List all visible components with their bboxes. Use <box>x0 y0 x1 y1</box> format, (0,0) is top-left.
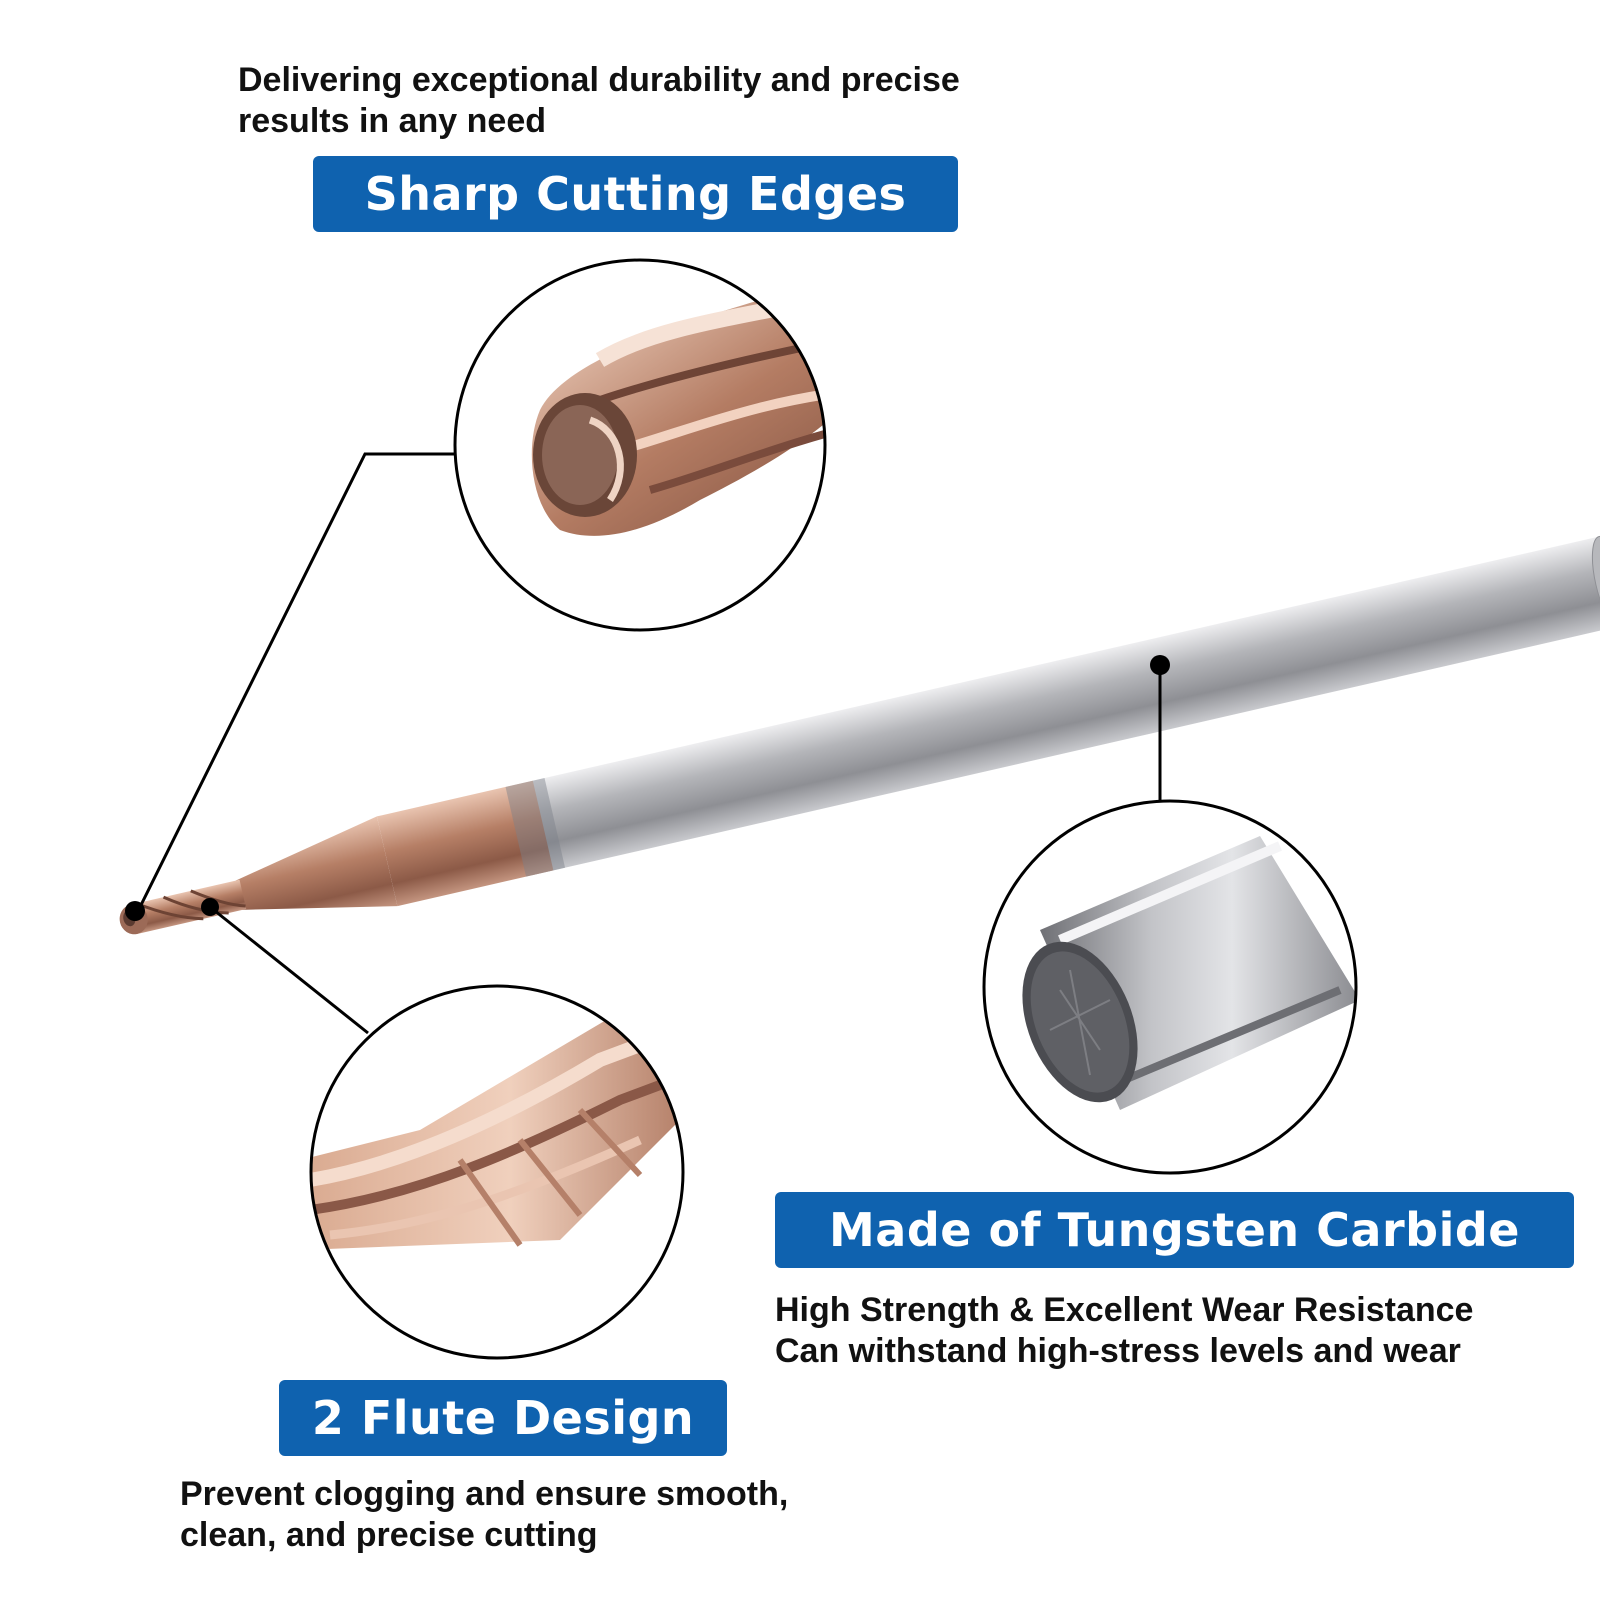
tip-zoom-icon <box>453 258 827 632</box>
flute-badge: 2 Flute Design <box>311 1391 695 1445</box>
shank-zoom-icon <box>982 799 1358 1175</box>
flute-description-line-1: Prevent clogging and ensure smooth, <box>180 1475 789 1513</box>
shank-callout-dot <box>1150 655 1170 675</box>
tungsten-badge-bg <box>775 1192 1574 1268</box>
callout-lines <box>139 452 1162 1035</box>
flute-callout-dot <box>201 898 219 916</box>
end-mill-copper-collar <box>376 780 554 907</box>
tip-callout-dot <box>125 901 145 921</box>
tungsten-description-line-2: Can withstand high-stress levels and wea… <box>775 1332 1461 1370</box>
end-mill-shank <box>511 536 1600 876</box>
sharp-edges-description: Delivering exceptional durability and pr… <box>238 60 960 142</box>
sharp-edges-description-line-1: Delivering exceptional durability and pr… <box>238 61 960 99</box>
sharp-edges-badge-bg <box>313 156 958 232</box>
end-mill-illustration <box>119 535 1600 935</box>
tungsten-description-line-1: High Strength & Excellent Wear Resistanc… <box>775 1291 1474 1329</box>
flute-badge-bg <box>279 1380 727 1456</box>
flute-description: Prevent clogging and ensure smooth, clea… <box>180 1474 788 1556</box>
sharp-edges-badge: Sharp Cutting Edges <box>364 167 907 221</box>
tungsten-description: High Strength & Excellent Wear Resistanc… <box>775 1290 1473 1372</box>
flute-description-line-2: clean, and precise cutting <box>180 1516 598 1554</box>
flute-zoom-icon <box>309 984 685 1360</box>
end-mill-taper <box>235 816 398 910</box>
tungsten-badge: Made of Tungsten Carbide <box>829 1203 1520 1257</box>
sharp-edges-description-line-2: results in any need <box>238 102 546 140</box>
